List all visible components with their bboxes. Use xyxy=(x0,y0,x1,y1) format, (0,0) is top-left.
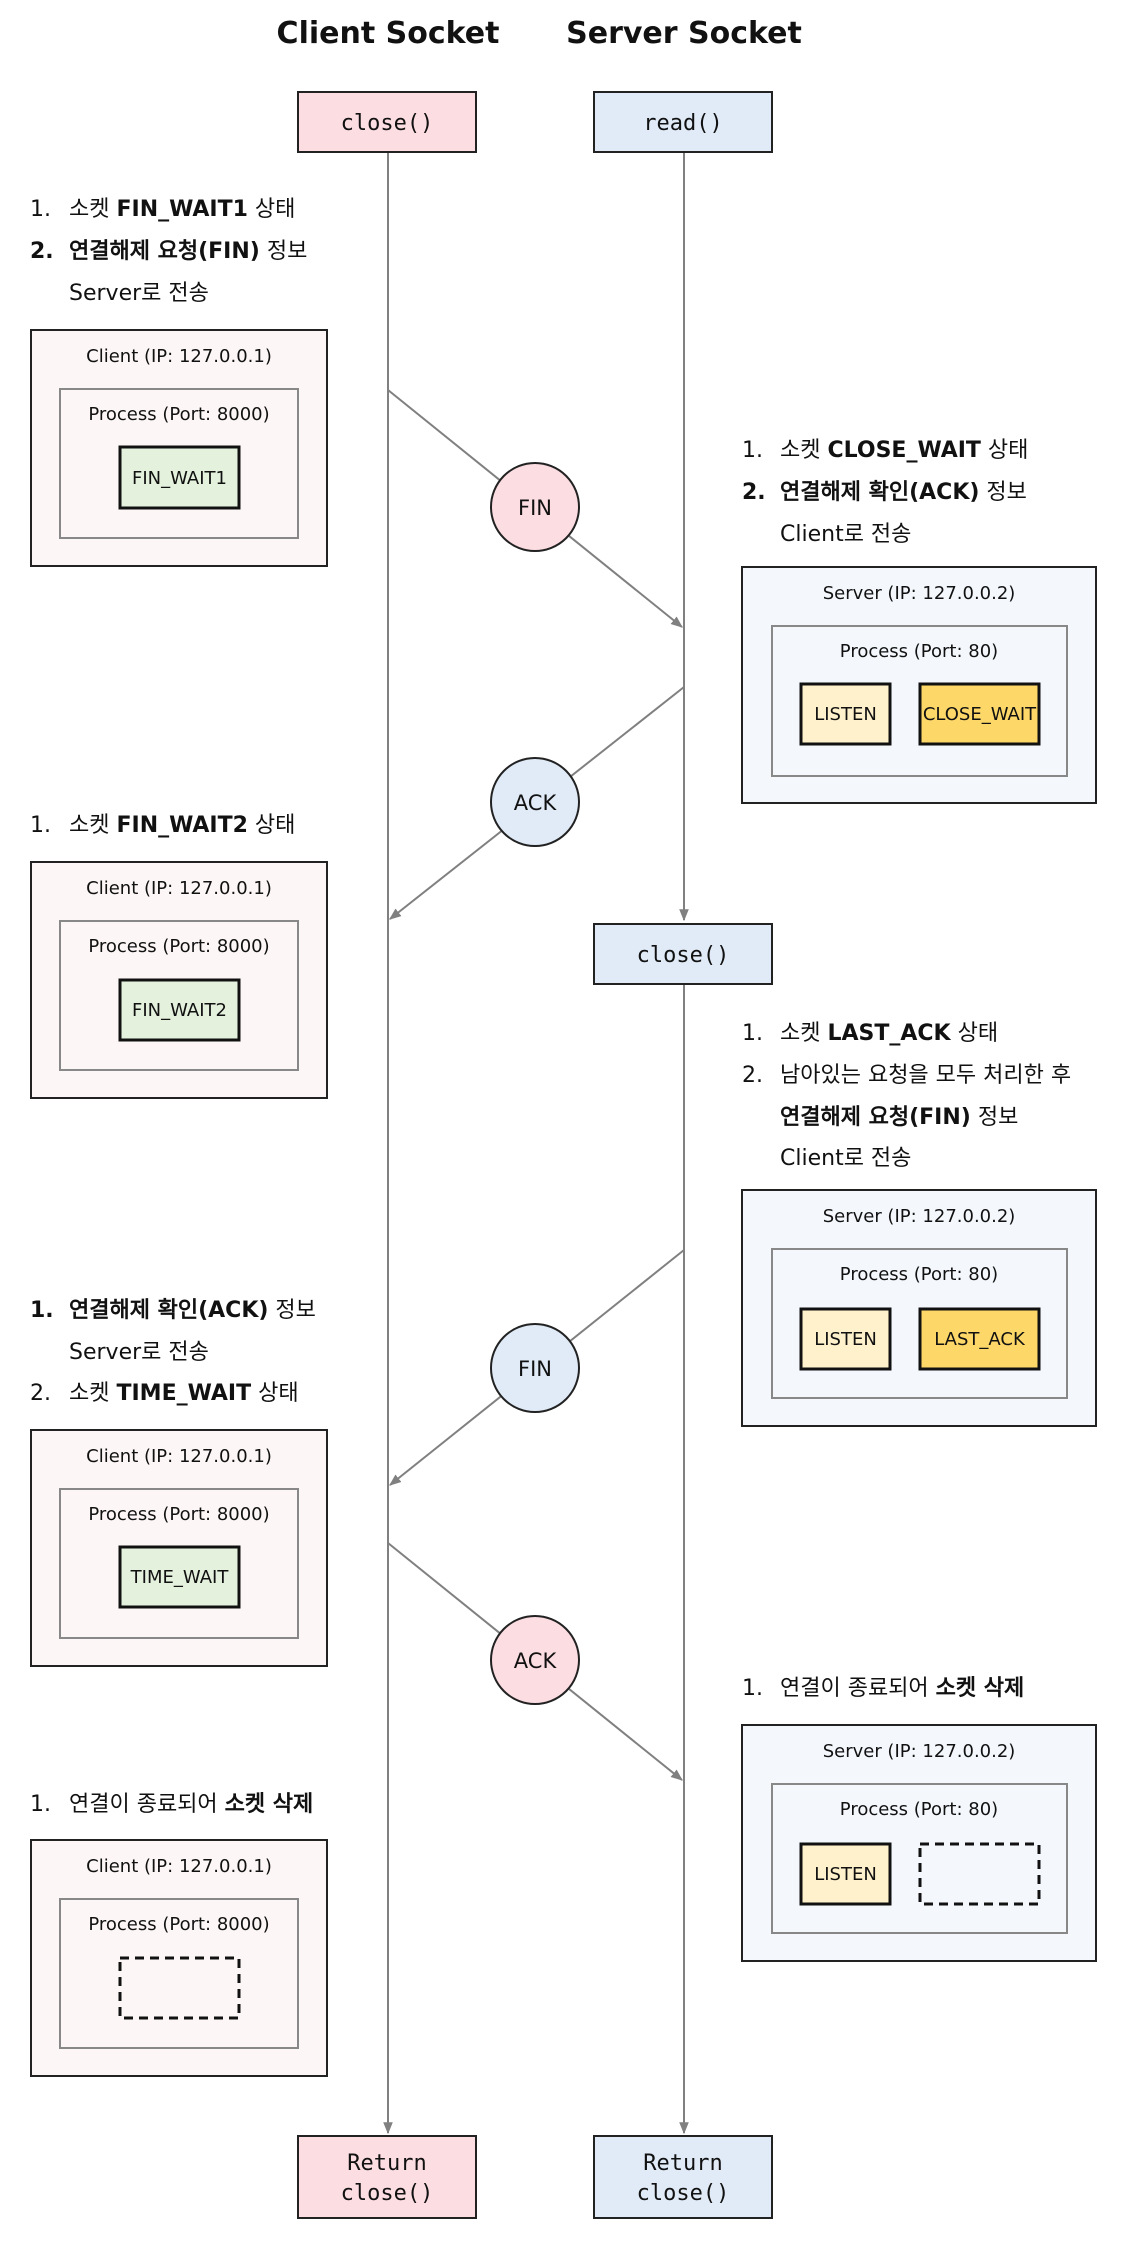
ack-message-2: ACK xyxy=(490,1615,580,1705)
svg-text:2. 소켓 TIME_WAIT 상태: 2. 소켓 TIME_WAIT 상태 xyxy=(30,1381,299,1406)
svg-text:CLOSE_WAIT: CLOSE_WAIT xyxy=(923,704,1037,725)
svg-text:1. 연결이 종료되어 소켓 삭제: 1. 연결이 종료되어 소켓 삭제 xyxy=(742,1676,1024,1701)
svg-text:close(): close() xyxy=(637,943,730,968)
svg-text:close(): close() xyxy=(341,2181,434,2206)
svg-text:Process (Port: 8000): Process (Port: 8000) xyxy=(88,404,269,425)
server-note-2: 1. 소켓 LAST_ACK 상태 2. 남아있는 요청을 모두 처리한 후 연… xyxy=(742,1021,1071,1171)
server-host-3: Server (IP: 127.0.0.2) Process (Port: 80… xyxy=(741,1724,1097,1962)
fin-message-2: FIN xyxy=(490,1323,580,1413)
svg-text:1. 연결이 종료되어 소켓 삭제: 1. 연결이 종료되어 소켓 삭제 xyxy=(30,1792,313,1817)
server-note-1: 1. 소켓 CLOSE_WAIT 상태 2. 연결해제 확인(ACK) 정보 C… xyxy=(742,438,1028,547)
client-state-fin-wait2 xyxy=(118,978,241,1042)
server-socket-header: Server Socket xyxy=(566,16,802,51)
svg-text:Server (IP: 127.0.0.2): Server (IP: 127.0.0.2) xyxy=(823,1206,1016,1227)
client-host-4: Client (IP: 127.0.0.1) Process (Port: 80… xyxy=(30,1839,328,2077)
svg-text:Process (Port: 80): Process (Port: 80) xyxy=(840,641,998,662)
server-note-3: 1. 연결이 종료되어 소켓 삭제 xyxy=(742,1676,1024,1701)
svg-text:Client (IP: 127.0.0.1): Client (IP: 127.0.0.1) xyxy=(86,878,272,899)
svg-text:Return: Return xyxy=(347,2151,426,2176)
svg-text:Server로 전송: Server로 전송 xyxy=(69,281,209,306)
client-host-1: Client (IP: 127.0.0.1) Process (Port: 80… xyxy=(30,329,328,567)
svg-text:FIN: FIN xyxy=(518,1357,552,1381)
server-state-listen xyxy=(799,682,892,746)
svg-text:1. 소켓 LAST_ACK 상태: 1. 소켓 LAST_ACK 상태 xyxy=(742,1021,998,1046)
svg-text:FIN_WAIT2: FIN_WAIT2 xyxy=(132,1000,227,1021)
svg-text:Client (IP: 127.0.0.1): Client (IP: 127.0.0.1) xyxy=(86,1856,272,1877)
svg-text:Client (IP: 127.0.0.1): Client (IP: 127.0.0.1) xyxy=(86,1446,272,1467)
svg-text:Process (Port: 8000): Process (Port: 8000) xyxy=(88,936,269,957)
svg-text:Process (Port: 8000): Process (Port: 8000) xyxy=(88,1914,269,1935)
svg-text:Process (Port: 8000): Process (Port: 8000) xyxy=(88,1504,269,1525)
server-host-2: Server (IP: 127.0.0.2) Process (Port: 80… xyxy=(741,1189,1097,1427)
svg-text:LISTEN: LISTEN xyxy=(814,1329,877,1350)
svg-text:TIME_WAIT: TIME_WAIT xyxy=(130,1567,230,1588)
svg-text:Server (IP: 127.0.0.2): Server (IP: 127.0.0.2) xyxy=(823,583,1016,604)
svg-text:close(): close() xyxy=(637,2181,730,2206)
svg-text:Process (Port: 80): Process (Port: 80) xyxy=(840,1264,998,1285)
client-note-4: 1. 연결이 종료되어 소켓 삭제 xyxy=(30,1792,313,1817)
svg-text:FIN_WAIT1: FIN_WAIT1 xyxy=(132,468,227,489)
client-socket-header: Client Socket xyxy=(277,16,500,51)
server-close-call: close() xyxy=(593,923,773,985)
client-close-call: close() xyxy=(297,91,477,153)
svg-text:Client로 전송: Client로 전송 xyxy=(780,1146,911,1171)
server-state-listen xyxy=(799,1307,892,1371)
server-return-close-call: Return close() xyxy=(593,2135,773,2219)
server-state-listen xyxy=(799,1842,892,1906)
svg-text:Client로 전송: Client로 전송 xyxy=(780,522,911,547)
svg-text:Server로 전송: Server로 전송 xyxy=(69,1340,209,1365)
svg-text:2. 연결해제 확인(ACK) 정보: 2. 연결해제 확인(ACK) 정보 xyxy=(742,480,1027,505)
client-host-2: Client (IP: 127.0.0.1) Process (Port: 80… xyxy=(30,861,328,1099)
svg-text:1. 소켓 FIN_WAIT2 상태: 1. 소켓 FIN_WAIT2 상태 xyxy=(30,813,295,838)
svg-text:1. 소켓 FIN_WAIT1 상태: 1. 소켓 FIN_WAIT1 상태 xyxy=(30,197,295,222)
client-host-3: Client (IP: 127.0.0.1) Process (Port: 80… xyxy=(30,1429,328,1667)
svg-text:ACK: ACK xyxy=(514,1649,558,1673)
server-host-1: Server (IP: 127.0.0.2) Process (Port: 80… xyxy=(741,566,1097,804)
svg-text:close(): close() xyxy=(341,111,434,136)
svg-text:Process (Port: 80): Process (Port: 80) xyxy=(840,1799,998,1820)
svg-text:LISTEN: LISTEN xyxy=(814,704,877,725)
server-state-last-ack xyxy=(918,1307,1041,1371)
client-return-close-call: Return close() xyxy=(297,2135,477,2219)
svg-text:read(): read() xyxy=(643,111,722,136)
server-state-close-wait xyxy=(918,682,1041,746)
svg-text:Client (IP: 127.0.0.1): Client (IP: 127.0.0.1) xyxy=(86,346,272,367)
server-read-call: read() xyxy=(593,91,773,153)
svg-text:LISTEN: LISTEN xyxy=(814,1864,877,1885)
svg-text:LAST_ACK: LAST_ACK xyxy=(934,1329,1026,1350)
svg-text:1. 소켓 CLOSE_WAIT 상태: 1. 소켓 CLOSE_WAIT 상태 xyxy=(742,438,1028,463)
svg-text:1. 연결해제 확인(ACK) 정보: 1. 연결해제 확인(ACK) 정보 xyxy=(30,1298,316,1323)
svg-text:FIN: FIN xyxy=(518,496,552,520)
svg-text:Return: Return xyxy=(643,2151,722,2176)
client-note-1: 1. 소켓 FIN_WAIT1 상태 2. 연결해제 요청(FIN) 정보 Se… xyxy=(30,197,307,306)
svg-text:2. 연결해제 요청(FIN) 정보: 2. 연결해제 요청(FIN) 정보 xyxy=(30,239,307,264)
svg-text:Server (IP: 127.0.0.2): Server (IP: 127.0.0.2) xyxy=(823,1741,1016,1762)
client-state-time-wait xyxy=(118,1545,241,1609)
ack-message-1: ACK xyxy=(490,757,580,847)
svg-text:ACK: ACK xyxy=(514,791,558,815)
svg-text:2. 남아있는 요청을 모두 처리한 후: 2. 남아있는 요청을 모두 처리한 후 xyxy=(742,1063,1071,1088)
client-note-3: 1. 연결해제 확인(ACK) 정보 Server로 전송 2. 소켓 TIME… xyxy=(30,1298,316,1406)
client-note-2: 1. 소켓 FIN_WAIT2 상태 xyxy=(30,813,295,838)
client-state-fin-wait1 xyxy=(118,445,241,510)
fin-message-1: FIN xyxy=(490,462,580,552)
svg-text:연결해제 요청(FIN) 정보: 연결해제 요청(FIN) 정보 xyxy=(780,1105,1018,1130)
